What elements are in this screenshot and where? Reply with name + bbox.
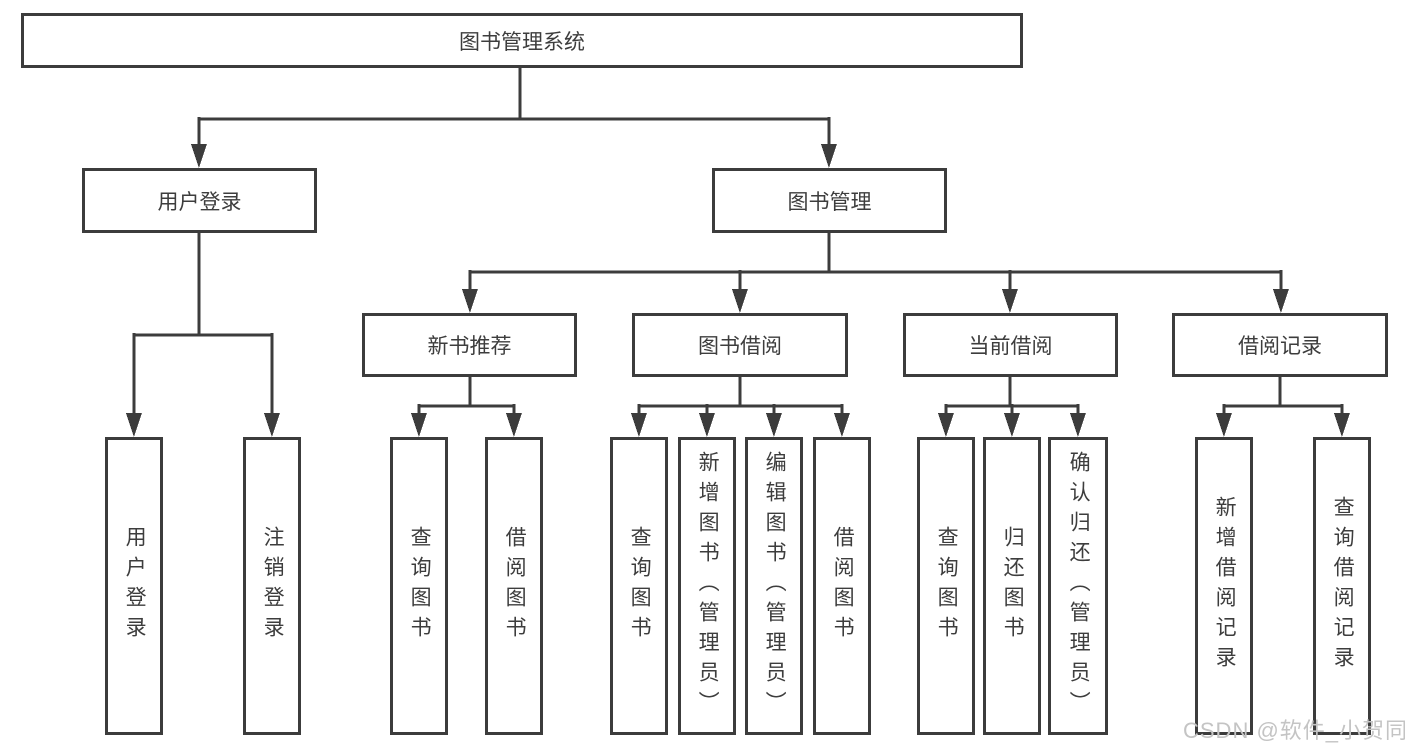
leaf-node-label: 新增借阅记录 [1213,496,1237,676]
leaf-node-logout: 注销登录 [243,437,301,735]
csdn-watermark: CSDN @软件_小贺同学 [1183,718,1405,743]
leaf-node-borrow-books-2: 借阅图书 [813,437,871,735]
leaf-node-confirm-return-admin: 确认归还（管理员） [1048,437,1108,735]
branch-node-user-login: 用户登录 [82,168,317,233]
section-node-current-borrow: 当前借阅 [903,313,1118,377]
branch-node-book-management: 图书管理 [712,168,947,233]
branch-node-label: 图书管理 [787,190,872,214]
root-node: 图书管理系统 [21,13,1023,68]
leaf-node-user-login: 用户登录 [105,437,163,735]
section-node-label: 新书推荐 [427,335,512,358]
section-node-label: 图书借阅 [698,335,782,358]
section-node-label: 当前借阅 [968,335,1053,358]
leaf-node-query-books-2: 查询图书 [610,437,668,735]
leaf-node-borrow-books-1: 借阅图书 [485,437,543,735]
leaf-node-return-books: 归还图书 [983,437,1041,735]
leaf-node-label: 查询借阅记录 [1331,496,1355,676]
leaf-node-label: 确认归还（管理员） [1067,451,1091,721]
leaf-node-query-books-3: 查询图书 [917,437,975,735]
connector-wires [132,68,1344,415]
leaf-node-query-borrow-record: 查询借阅记录 [1313,437,1371,735]
section-node-new-book-recommend: 新书推荐 [362,313,577,377]
section-node-label: 借阅记录 [1238,335,1322,358]
leaf-node-query-books-1: 查询图书 [390,437,448,735]
leaf-node-label: 查询图书 [628,526,652,646]
root-node-label: 图书管理系统 [459,30,585,54]
leaf-node-label: 用户登录 [123,526,147,646]
leaf-node-label: 查询图书 [935,526,959,646]
leaf-node-label: 编辑图书（管理员） [763,451,787,721]
arrowheads [126,144,1350,437]
section-node-borrow-records: 借阅记录 [1172,313,1388,377]
leaf-node-label: 借阅图书 [503,526,527,646]
leaf-node-label: 借阅图书 [831,526,855,646]
leaf-node-label: 注销登录 [261,526,285,646]
branch-node-label: 用户登录 [157,190,242,214]
leaf-node-label: 新增图书（管理员） [696,451,720,721]
leaf-node-label: 归还图书 [1001,526,1025,646]
leaf-node-add-books-admin: 新增图书（管理员） [678,437,736,735]
section-node-book-borrow: 图书借阅 [632,313,848,377]
leaf-node-label: 查询图书 [408,526,432,646]
leaf-node-edit-books-admin: 编辑图书（管理员） [745,437,803,735]
leaf-node-add-borrow-record: 新增借阅记录 [1195,437,1253,735]
